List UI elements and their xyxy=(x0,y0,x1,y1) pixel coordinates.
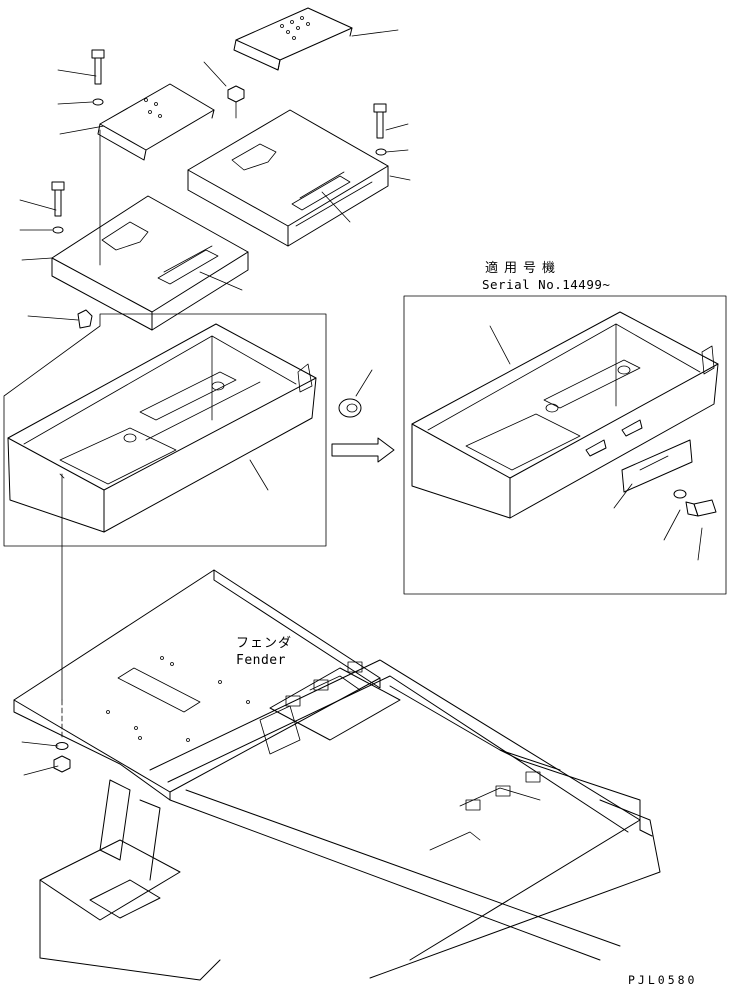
drawing-code: PJL0580 xyxy=(628,973,698,987)
right-battery xyxy=(187,109,389,247)
serial-box-frame xyxy=(403,295,727,595)
top-cover-plate xyxy=(233,7,353,71)
serial-note-japanese: 適用号機 xyxy=(485,261,562,276)
serial-cover-plate xyxy=(621,439,717,517)
left-battery xyxy=(51,195,249,331)
serial-battery-box xyxy=(411,311,719,519)
bolt-washer-set xyxy=(51,49,387,329)
fender-assembly xyxy=(13,569,381,801)
serial-note-english: Serial No.14499~ xyxy=(482,277,611,292)
fender-label-japanese: フェンダ xyxy=(236,636,293,651)
mounting-line xyxy=(53,473,71,773)
arrow-indicator xyxy=(331,437,395,463)
battery-box xyxy=(7,323,317,533)
leader-lines xyxy=(19,29,703,776)
chassis-frame xyxy=(39,659,661,981)
battery-box-frame xyxy=(3,313,327,547)
left-cover-plate xyxy=(97,83,215,266)
fender-label-english: Fender xyxy=(236,653,286,668)
grommet xyxy=(338,398,362,418)
